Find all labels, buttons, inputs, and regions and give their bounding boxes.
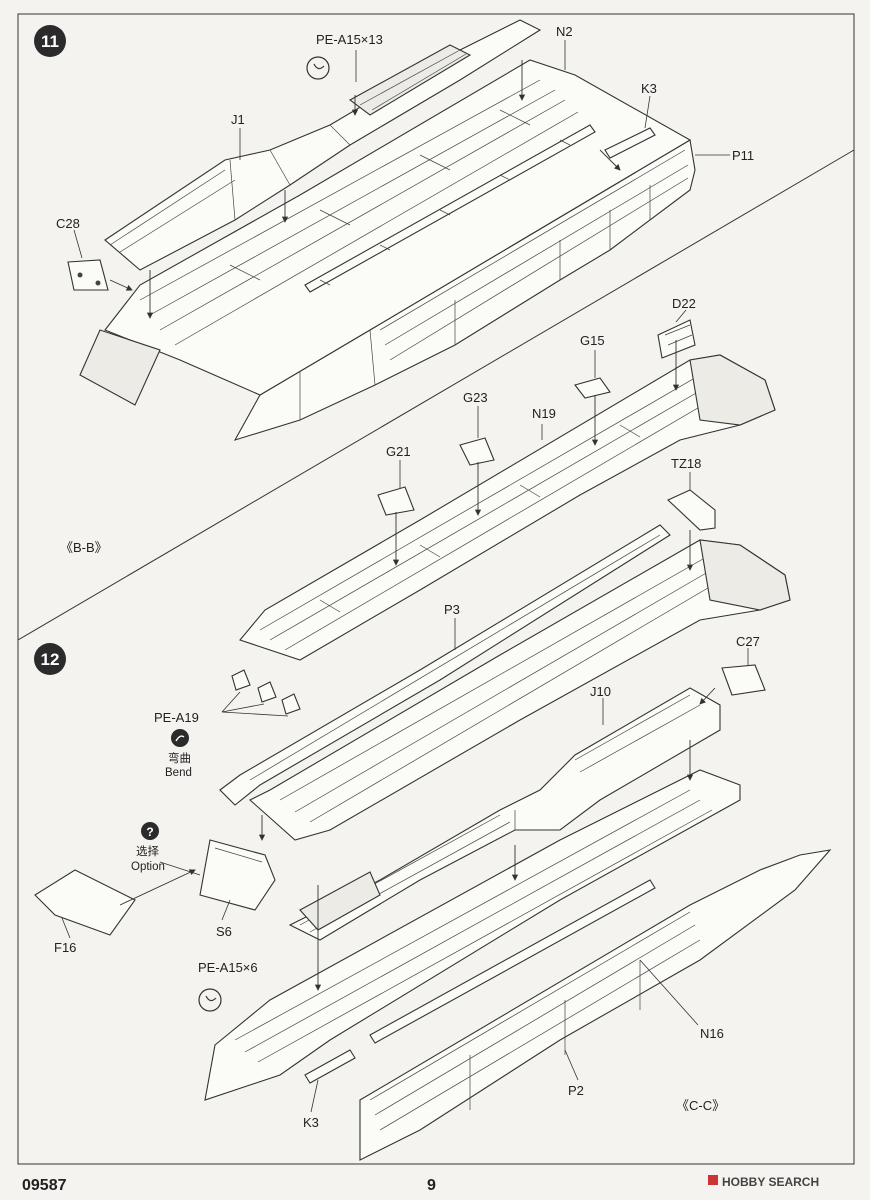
- step-12-number: 12: [41, 650, 60, 669]
- label-section-bb: 《B-B》: [60, 540, 108, 555]
- part-n2: [304, 124, 596, 293]
- photo-etch-ring-icon: [306, 56, 330, 80]
- part-c27: [721, 664, 766, 696]
- hangar-bow: [699, 539, 791, 611]
- label-n16: N16: [700, 1026, 724, 1041]
- part-g23: [459, 437, 495, 466]
- label-tz18: TZ18: [671, 456, 701, 471]
- label-bend-cn: 弯曲: [168, 751, 191, 765]
- step-11-badge: 11: [34, 25, 66, 57]
- label-bend-en: Bend: [165, 767, 192, 779]
- part-f16: [34, 869, 136, 936]
- hobby-search-logo: HOBBY SEARCH: [708, 1175, 819, 1189]
- watermark-text: HOBBY SEARCH: [722, 1175, 819, 1189]
- photo-etch-ring-icon: [198, 988, 222, 1012]
- label-n19: N19: [532, 406, 556, 421]
- part-p2: [359, 849, 832, 1161]
- label-f16: F16: [54, 940, 76, 955]
- part-pe-a19-b: [257, 681, 277, 703]
- part-pe-a19-c: [281, 693, 301, 715]
- label-s6: S6: [216, 924, 232, 939]
- part-d22: [657, 319, 696, 359]
- step-11-number: 11: [41, 32, 59, 51]
- label-pe-a15-13: PE-A15×13: [316, 32, 383, 47]
- upper-deck-assembly: [219, 309, 791, 841]
- label-p11: P11: [732, 148, 754, 163]
- step-11-hull-assembly: [67, 19, 730, 441]
- bow-front-c28-area: [79, 329, 161, 406]
- label-k3-top: K3: [641, 81, 657, 96]
- question-mark-icon: ?: [141, 822, 159, 840]
- kit-number: 09587: [22, 1177, 67, 1194]
- label-p3: P3: [444, 602, 460, 617]
- part-k3-bottom: [304, 1049, 356, 1084]
- part-s6: [199, 839, 276, 911]
- label-j1: J1: [231, 112, 245, 127]
- label-c28: C28: [56, 216, 80, 231]
- deck-plate: [104, 59, 692, 396]
- label-section-cc: 《C-C》: [676, 1098, 725, 1113]
- part-k3-top: [604, 127, 656, 159]
- part-g21: [377, 486, 415, 516]
- part-j10: [288, 687, 721, 941]
- label-g23: G23: [463, 390, 488, 405]
- label-option-en: Option: [131, 861, 165, 873]
- part-n16: [369, 879, 656, 1044]
- part-tz18: [667, 489, 716, 531]
- label-n2: N2: [556, 24, 573, 39]
- part-p3: [219, 524, 671, 806]
- label-pe-a15-6: PE-A15×6: [198, 960, 258, 975]
- bow-structure: [689, 354, 776, 426]
- j1-top-rack: [348, 44, 472, 116]
- step-12-lower-assembly: [34, 648, 832, 1161]
- label-pe-a19: PE-A19: [154, 710, 199, 725]
- page-number: 9: [427, 1177, 436, 1194]
- label-c27: C27: [736, 634, 760, 649]
- label-g21: G21: [386, 444, 411, 459]
- part-pe-a19-a: [231, 669, 251, 691]
- j10-rack: [299, 871, 381, 931]
- part-g15: [574, 377, 611, 399]
- svg-text:?: ?: [146, 825, 153, 839]
- label-g15: G15: [580, 333, 605, 348]
- bend-icon: [171, 729, 189, 747]
- page-frame: [17, 13, 855, 1165]
- step-12-badge: 12: [34, 643, 66, 675]
- label-d22: D22: [672, 296, 696, 311]
- part-c28: [67, 259, 109, 291]
- label-option-cn: 选择: [136, 844, 159, 858]
- label-p2: P2: [568, 1083, 584, 1098]
- step-divider-line: [17, 149, 855, 641]
- label-j10: J10: [590, 684, 611, 699]
- label-k3-bottom: K3: [303, 1115, 319, 1130]
